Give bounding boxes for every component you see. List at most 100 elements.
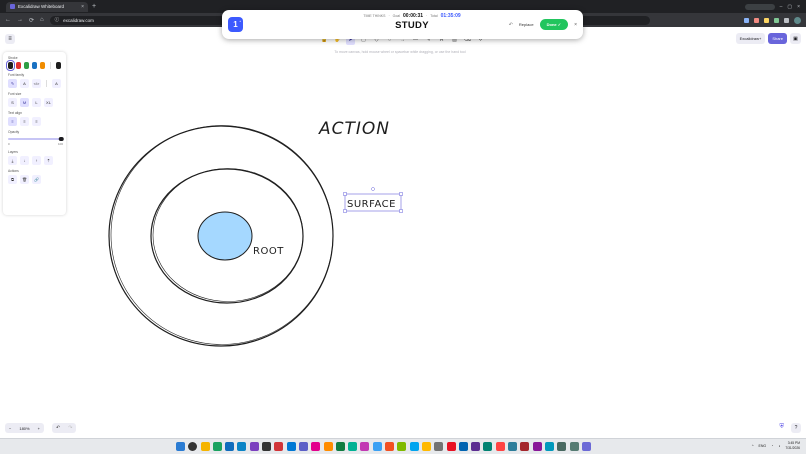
text-tool[interactable]: A: [439, 37, 444, 43]
stroke-swatch-black[interactable]: [5, 60, 16, 71]
eraser-tool[interactable]: ⌫: [463, 37, 472, 43]
language-indicator[interactable]: ENG: [758, 444, 767, 448]
send-backward-button[interactable]: ↓: [20, 156, 29, 165]
extension-icon[interactable]: [754, 17, 759, 23]
selection-tool[interactable]: ➤: [346, 35, 355, 45]
font-normal[interactable]: A: [20, 79, 29, 88]
taskbar-app-icon[interactable]: [569, 442, 579, 451]
taskbar-app-icon[interactable]: [212, 442, 222, 451]
extension-icon[interactable]: [774, 17, 779, 23]
font-size-m[interactable]: M: [20, 98, 29, 107]
volume-icon[interactable]: ◖: [778, 444, 781, 448]
stroke-swatch-orange[interactable]: [40, 62, 46, 69]
drawing-canvas[interactable]: ACTION ROOT SURFACE: [0, 28, 806, 436]
replace-button[interactable]: Replace: [518, 22, 534, 27]
chevron-up-icon[interactable]: ^: [751, 444, 754, 448]
taskbar-app-icon[interactable]: [458, 442, 468, 451]
minimize-icon[interactable]: –: [779, 3, 783, 10]
taskbar-app-icon[interactable]: [298, 442, 308, 451]
hand-tool[interactable]: ✋: [334, 37, 341, 43]
taskbar-app-icon[interactable]: [520, 442, 530, 451]
taskbar-app-icon[interactable]: [434, 442, 444, 451]
maximize-icon[interactable]: ▢: [787, 3, 793, 10]
taskbar-app-icon[interactable]: [581, 442, 591, 451]
taskbar-app-icon[interactable]: [249, 442, 259, 451]
wifi-icon[interactable]: ◔: [771, 444, 774, 448]
help-button[interactable]: ?: [791, 423, 801, 433]
taskbar-app-icon[interactable]: [483, 442, 493, 451]
close-icon[interactable]: ×: [574, 21, 577, 28]
font-size-xl[interactable]: XL: [44, 98, 53, 107]
font-hand-drawn[interactable]: ✎: [8, 79, 17, 88]
stroke-swatch-green[interactable]: [24, 62, 30, 69]
taskbar-app-icon[interactable]: [421, 442, 431, 451]
share-button[interactable]: Share: [768, 33, 787, 44]
taskbar-app-icon[interactable]: [397, 442, 407, 451]
undo-button[interactable]: ↶: [56, 425, 61, 431]
taskbar-app-icon[interactable]: [471, 442, 481, 451]
tab-close-icon[interactable]: ×: [81, 3, 84, 10]
taskbar-app-icon[interactable]: [335, 442, 345, 451]
taskbar-app-icon[interactable]: [274, 442, 284, 451]
taskbar-app-icon[interactable]: [225, 442, 235, 451]
ellipse-tool[interactable]: ○: [387, 37, 392, 43]
delete-icon[interactable]: 🗑: [20, 175, 29, 184]
close-window-icon[interactable]: ×: [797, 3, 800, 10]
taskbar-app-icon[interactable]: [532, 442, 542, 451]
more-tools[interactable]: ⟡: [478, 37, 483, 43]
font-size-l[interactable]: L: [32, 98, 41, 107]
taskbar-app-icon[interactable]: [495, 442, 505, 451]
forward-icon[interactable]: →: [17, 17, 23, 23]
font-code[interactable]: </>: [32, 79, 41, 88]
back-icon[interactable]: ←: [5, 17, 11, 23]
taskbar-app-icon[interactable]: [348, 442, 358, 451]
browser-tab[interactable]: Excalidraw Whiteboard ×: [6, 1, 88, 12]
shield-icon[interactable]: ⛨: [779, 424, 784, 430]
taskbar-app-icon[interactable]: [409, 442, 419, 451]
duplicate-icon[interactable]: ⧉: [8, 175, 17, 184]
taskbar-app-icon[interactable]: [360, 442, 370, 451]
undo-icon[interactable]: ↶: [508, 21, 513, 28]
home-icon[interactable]: ⌂: [40, 17, 44, 23]
send-to-back-button[interactable]: ⤓: [8, 156, 17, 165]
align-left[interactable]: ≡: [8, 117, 17, 126]
profile-avatar[interactable]: [794, 16, 801, 24]
stroke-swatch-blue[interactable]: [32, 62, 38, 69]
taskbar-app-icon[interactable]: [200, 442, 210, 451]
lock-tool[interactable]: 🔒: [321, 37, 328, 43]
font-more[interactable]: A: [52, 79, 61, 88]
clock[interactable]: 3:45 PM 7/31/2026: [785, 441, 800, 451]
image-tool[interactable]: ▨: [452, 37, 457, 43]
main-menu-button[interactable]: ≡: [5, 34, 15, 44]
download-icon[interactable]: [784, 17, 789, 23]
arrow-tool[interactable]: →: [400, 37, 405, 43]
rectangle-tool[interactable]: ▢: [361, 37, 366, 43]
opacity-slider[interactable]: [8, 136, 64, 142]
zoom-value[interactable]: 180%: [19, 425, 30, 431]
stroke-swatch-red[interactable]: [16, 62, 22, 69]
taskbar-app-icon[interactable]: [286, 442, 296, 451]
taskbar-app-icon[interactable]: [323, 442, 333, 451]
taskbar-app-icon[interactable]: [262, 442, 272, 451]
diamond-tool[interactable]: ◇: [374, 37, 379, 43]
bring-forward-button[interactable]: ↑: [32, 156, 41, 165]
font-size-s[interactable]: S: [8, 98, 17, 107]
taskbar-app-icon[interactable]: [446, 442, 456, 451]
excalidraw-plus-button[interactable]: Excalidraw+: [735, 33, 766, 44]
taskbar-app-icon[interactable]: [544, 442, 554, 451]
link-icon[interactable]: 🔗: [32, 175, 41, 184]
opacity-thumb[interactable]: [58, 136, 64, 141]
extension-icon[interactable]: [744, 17, 749, 23]
windows-start-icon[interactable]: [176, 442, 185, 451]
zoom-out-button[interactable]: −: [9, 425, 12, 431]
draw-tool[interactable]: ✎: [426, 37, 431, 43]
taskbar-app-icon[interactable]: [385, 442, 395, 451]
taskbar-app-icon[interactable]: [311, 442, 321, 451]
done-button[interactable]: Done ✓: [539, 19, 569, 30]
site-info-icon[interactable]: ⓘ: [54, 17, 60, 22]
new-tab-button[interactable]: +: [92, 3, 97, 10]
taskbar-app-icon[interactable]: [372, 442, 382, 451]
stroke-current-color[interactable]: [55, 62, 61, 69]
taskbar-app-icon[interactable]: [557, 442, 567, 451]
library-icon[interactable]: ▣: [790, 33, 801, 44]
